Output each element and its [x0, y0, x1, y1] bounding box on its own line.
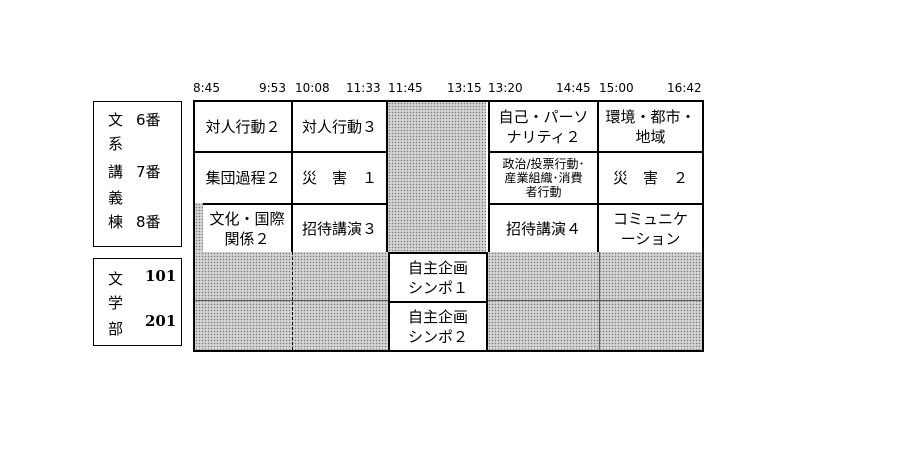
building-name-char: 文 — [108, 111, 124, 129]
row-divider — [195, 300, 388, 301]
room-number: 201 — [145, 312, 177, 330]
session-cell: 文化・国際 関係２ — [203, 203, 293, 252]
session-cell: コミュニケ ーション — [599, 203, 702, 252]
time-label: 14:45 — [556, 81, 591, 95]
faculty-label-box: 文 学 部 101 201 — [93, 258, 182, 346]
session-cell: 対人行動２ — [195, 102, 293, 151]
session-cell: 招待講演３ — [293, 203, 388, 252]
time-label: 9:53 — [259, 81, 286, 95]
unused-slot — [488, 252, 702, 350]
session-title: 招待講演４ — [505, 219, 581, 238]
session-title: 関係２ — [224, 229, 270, 248]
session-cell: 招待講演４ — [488, 203, 599, 252]
time-label: 11:33 — [346, 81, 381, 95]
faculty-name-char: 部 — [108, 320, 124, 338]
session-cell: 集団過程２ — [195, 151, 293, 203]
building-name-char: 講 — [108, 163, 124, 181]
row-divider — [488, 300, 702, 301]
room-number: 6番 — [136, 111, 161, 129]
time-label: 10:08 — [295, 81, 330, 95]
session-title: 地域 — [635, 127, 666, 146]
session-title: 招待講演３ — [301, 219, 377, 238]
session-title: シンポ２ — [407, 327, 468, 346]
time-label: 13:15 — [447, 81, 482, 95]
session-cell: 政治/投票行動･ 産業組織･消費 者行動 — [488, 151, 599, 203]
session-cell: 自主企画 シンポ１ — [388, 252, 488, 301]
time-label: 13:20 — [488, 81, 523, 95]
session-cell: 災 害 １ — [293, 151, 388, 203]
room-number: 101 — [145, 267, 177, 285]
faculty-name-char: 文 — [108, 270, 124, 288]
session-title: 災 害 １ — [301, 169, 377, 187]
time-label: 11:45 — [388, 81, 423, 95]
unused-slot — [195, 203, 203, 252]
session-title: 対人行動３ — [301, 117, 377, 136]
session-cell: 対人行動３ — [293, 102, 388, 151]
session-cell: 自主企画 シンポ２ — [388, 301, 488, 350]
session-cell: 災 害 ２ — [599, 151, 702, 203]
session-title: 災 害 ２ — [612, 169, 688, 187]
session-title: 者行動 — [525, 185, 562, 199]
session-title: 自主企画 — [407, 258, 468, 277]
unused-slot — [195, 252, 388, 350]
time-label: 8:45 — [193, 81, 220, 95]
session-title: 集団過程２ — [205, 169, 281, 187]
session-title: コミュニケ — [612, 209, 688, 228]
session-title: シンポ１ — [407, 278, 468, 297]
building-name-char: 義 — [108, 189, 124, 207]
building-name-char: 系 — [108, 135, 124, 153]
session-title: 政治/投票行動･ — [502, 157, 585, 171]
room-number: 8番 — [136, 213, 161, 231]
time-label: 16:42 — [667, 81, 702, 95]
session-cell: 自己・パーソ ナリティ２ — [488, 102, 599, 151]
session-title: 文化・国際 — [209, 209, 285, 228]
faculty-name-char: 学 — [108, 294, 124, 312]
session-title: 自主企画 — [407, 307, 468, 326]
column-divider — [292, 252, 293, 350]
session-title: 対人行動２ — [205, 117, 281, 136]
schedule-grid: 対人行動２ 対人行動３ 自己・パーソ ナリティ２ 環境・都市・ 地域 集団過程２… — [193, 100, 704, 352]
session-cell: 環境・都市・ 地域 — [599, 102, 702, 151]
time-label: 15:00 — [599, 81, 634, 95]
room-number: 7番 — [136, 163, 161, 181]
session-title: 環境・都市・ — [605, 107, 696, 126]
session-title: ナリティ２ — [506, 127, 581, 146]
session-title: 産業組織･消費 — [504, 171, 583, 185]
building-name-char: 棟 — [108, 213, 124, 231]
building-label-box: 文 系 講 義 棟 6番 7番 8番 — [93, 101, 182, 247]
session-title: 自己・パーソ — [498, 107, 589, 126]
session-title: ーション — [620, 229, 681, 248]
unused-slot — [388, 102, 486, 252]
column-divider — [599, 252, 600, 350]
